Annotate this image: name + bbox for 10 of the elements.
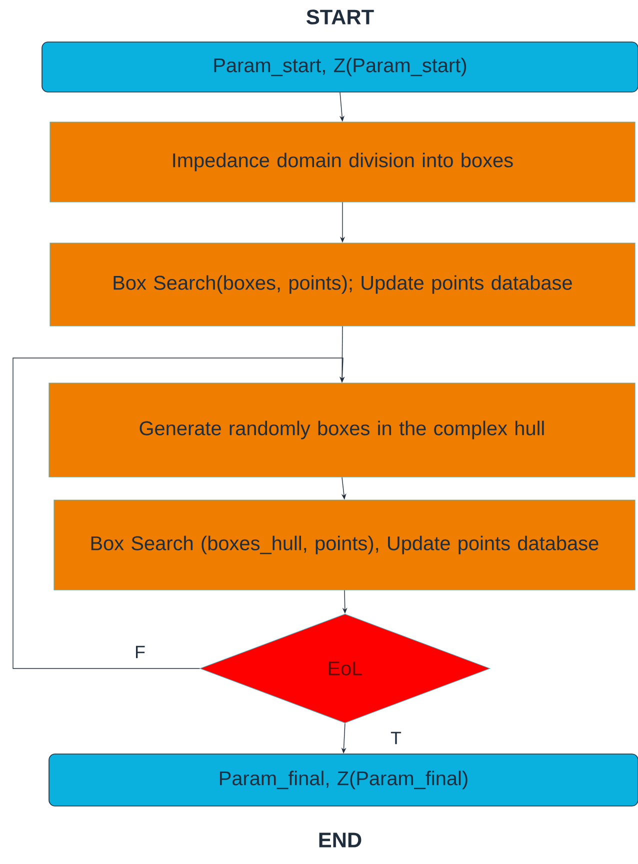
terminal-box: Param_start, Z(Param_start) [42, 42, 638, 92]
edge-label: F [134, 644, 146, 660]
arrow [12, 358, 345, 669]
process-box: Impedance domain division into boxes [50, 122, 636, 202]
process-box: Box Search(boxes, points); Update points database [50, 242, 636, 326]
edge-label: T [390, 730, 402, 746]
process-box: Generate randomly boxes in the complex hull [48, 382, 636, 478]
terminal-box: Param_final, Z(Param_final) [48, 754, 638, 806]
process-box: Box Search (boxes_hull, points), Update points database [54, 500, 636, 590]
heading: END [319, 832, 362, 848]
